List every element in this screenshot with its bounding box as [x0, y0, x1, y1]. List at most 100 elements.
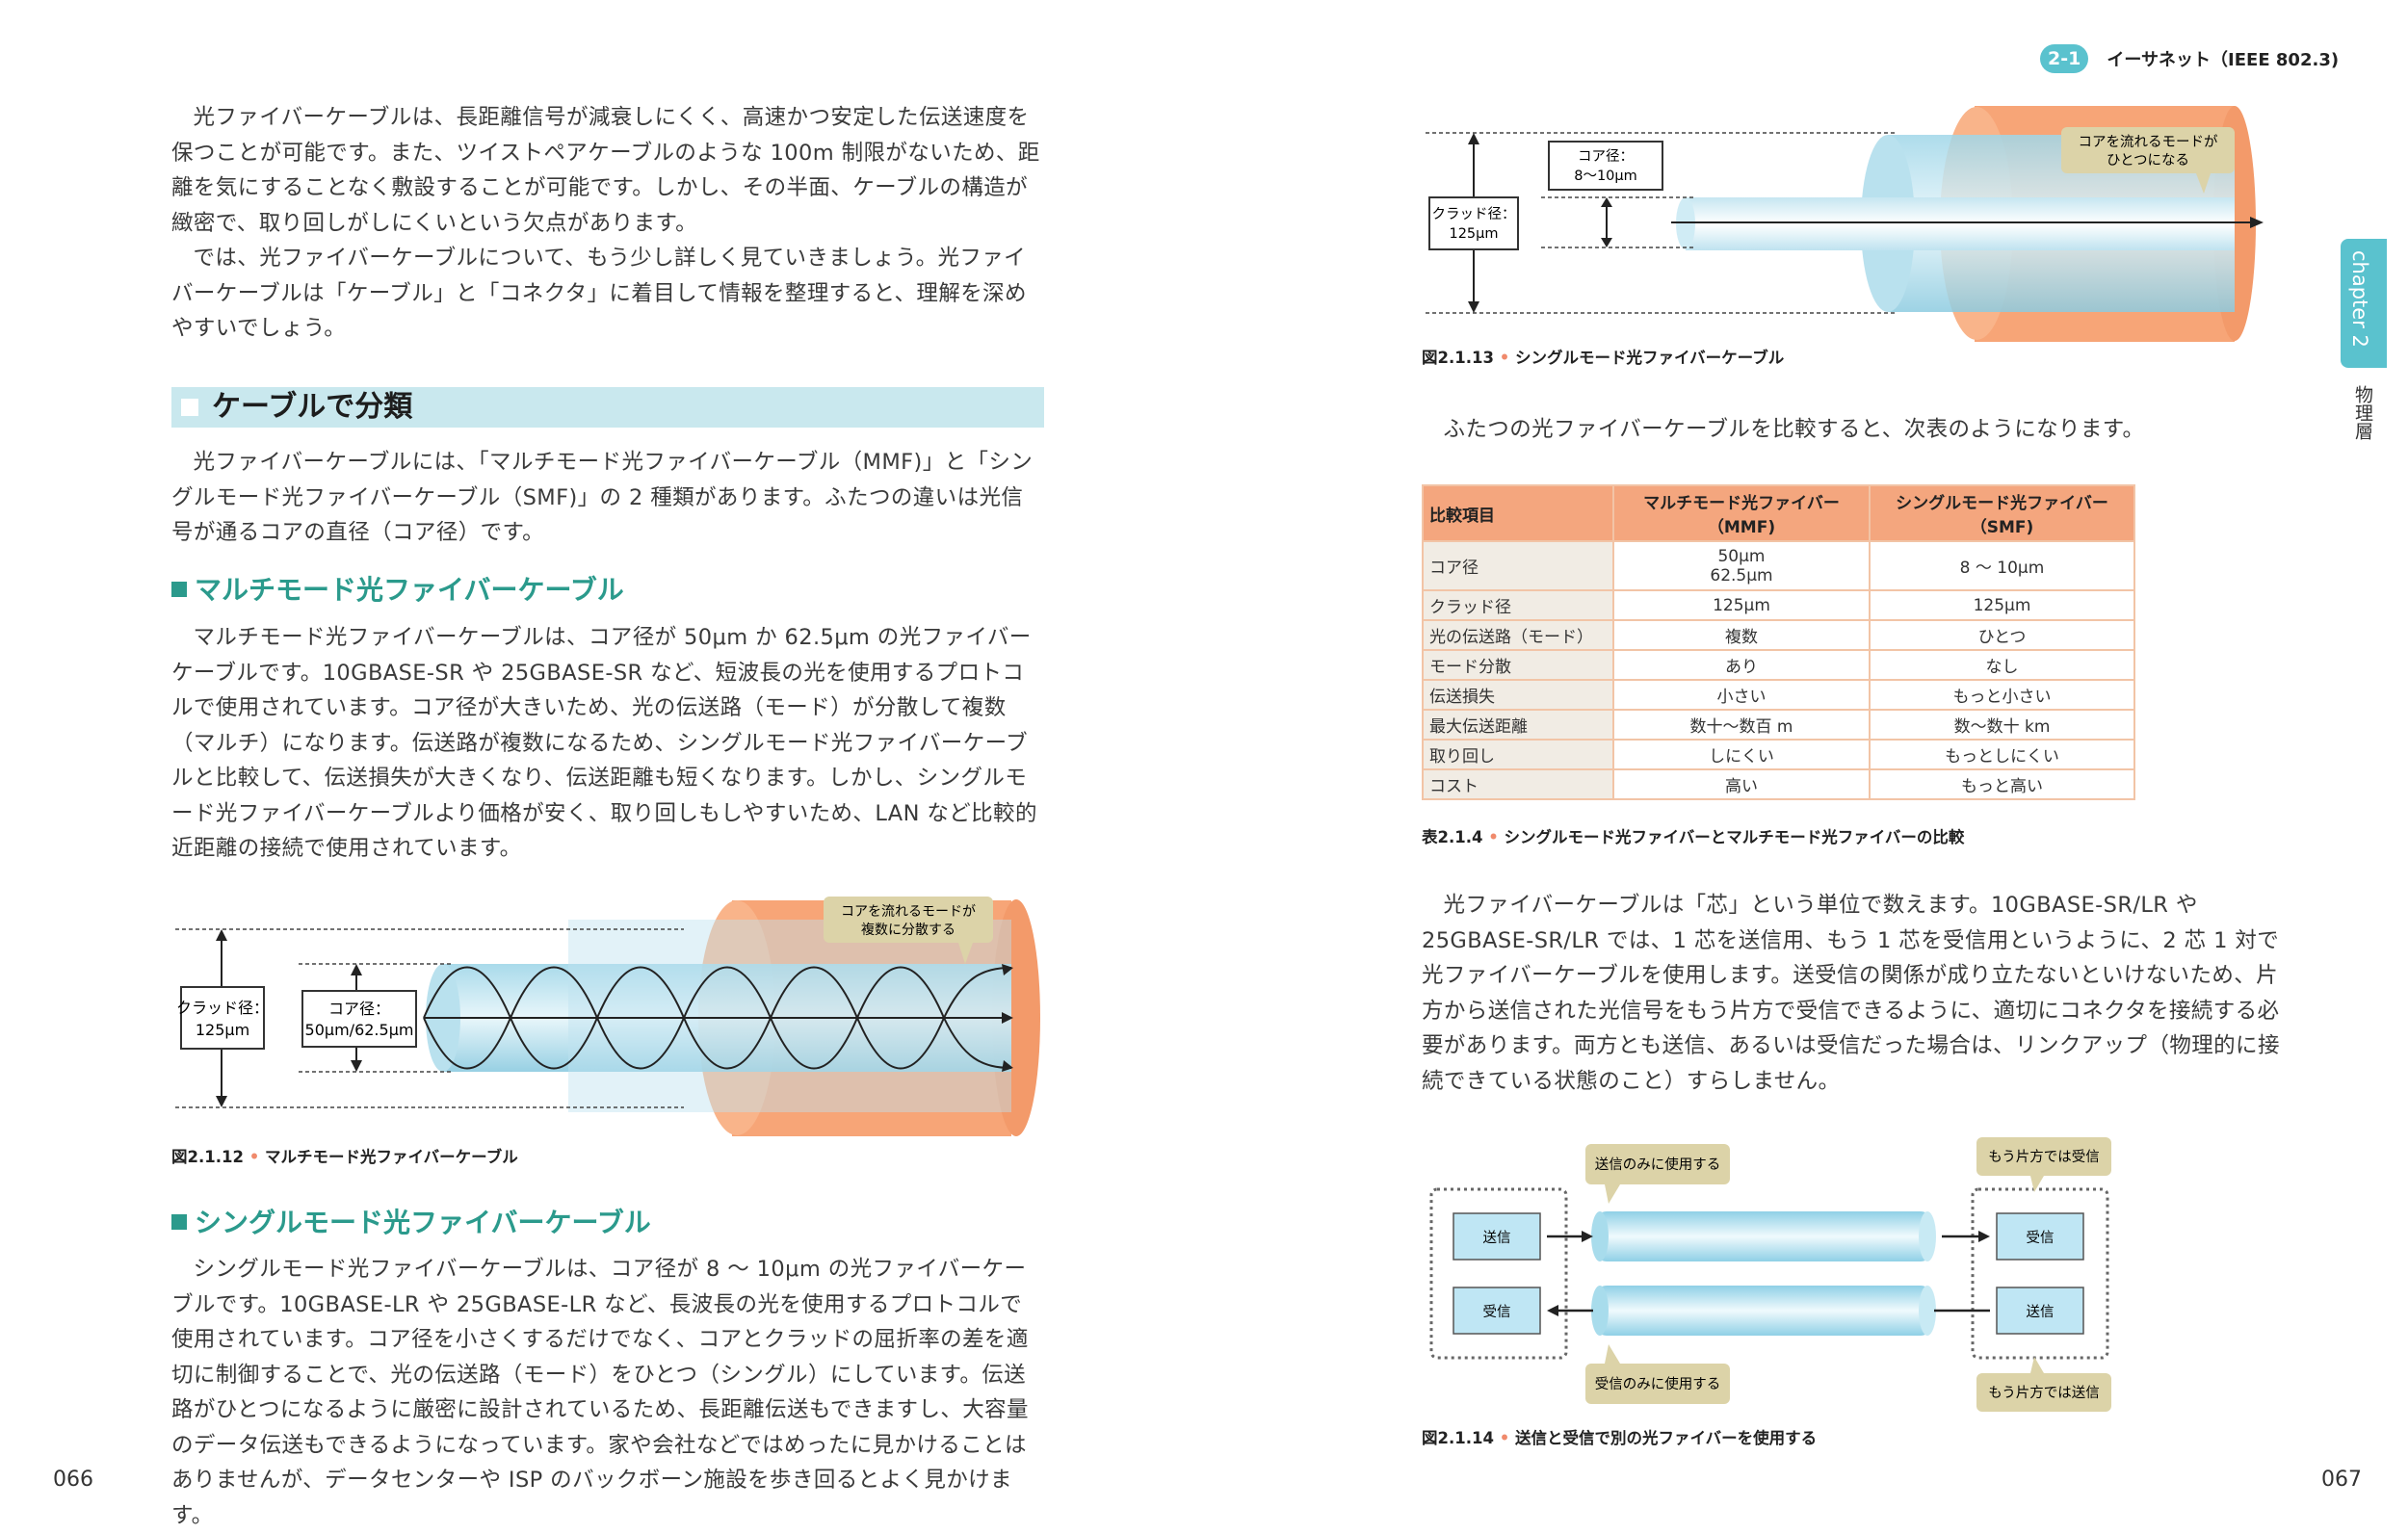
right-top-bubble-label: もう片方では受信 — [1988, 1149, 2100, 1165]
intro-paragraph-1: 光ファイバーケーブルは、長距離信号が減衰しにくく、高速かつ安定した伝送速度を保つ… — [171, 105, 1040, 236]
table-cell: もっとしにくい — [1869, 739, 2135, 770]
smf-clad-label-1: クラッド径： — [1432, 206, 1516, 222]
table-row: コア径 50μm 62.5μm 8 〜 10μm — [1422, 540, 2135, 591]
left-send-label: 送信 — [1483, 1230, 1511, 1246]
table-cell: 小さい — [1612, 679, 1871, 711]
caption-dot-icon: • — [1493, 1429, 1516, 1447]
table-caption-number: 表2.1.4 — [1422, 828, 1483, 846]
heading-square-icon — [181, 399, 198, 416]
fig13-caption-text: シングルモード光ファイバーケーブル — [1515, 349, 1785, 367]
mmf-core-label-1: コア径： — [328, 1000, 390, 1018]
table-row: 最大伝送距離 数十〜数百 m 数〜数十 km — [1422, 709, 2135, 741]
left-recv-label: 受信 — [1483, 1304, 1511, 1320]
caption-dot-icon: • — [1493, 349, 1516, 367]
table-cell: もっと高い — [1869, 768, 2135, 800]
smf-bubble-line-1: コアを流れるモードが — [2079, 134, 2218, 150]
table-cell: 伝送損失 — [1422, 679, 1614, 711]
table-cell: 取り回し — [1422, 739, 1614, 770]
section-title: ケーブルで分類 — [212, 390, 413, 424]
fig12-caption: 図2.1.12 • マルチモード光ファイバーケーブル — [171, 1144, 518, 1167]
table-intro: ふたつの光ファイバーケーブルを比較すると、次表のようになります。 — [1443, 417, 2145, 442]
smf-core-label-2: 8〜10μm — [1574, 169, 1637, 184]
table-cell: 50μm 62.5μm — [1612, 540, 1871, 591]
smf-diagram: コア径： 8〜10μm クラッド径： 125μm コアを流れるモードが ひとつに… — [1426, 106, 2264, 342]
mmf-bubble-line-2: 複数に分散する — [861, 922, 955, 938]
smf-text: シングルモード光ファイバーケーブルは、コア径が 8 〜 10μm の光ファイバー… — [171, 1257, 1029, 1528]
smf-heading: シングルモード光ファイバーケーブル — [171, 1206, 651, 1240]
table-cell: ひとつ — [1869, 619, 2135, 651]
table-row: クラッド径 125μm 125μm — [1422, 589, 2135, 621]
fig13-caption: 図2.1.13 • シングルモード光ファイバーケーブル — [1422, 345, 1784, 368]
table-cell: コスト — [1422, 768, 1614, 800]
table-cell: 125μm — [1612, 589, 1871, 621]
table-row: モード分散 あり なし — [1422, 649, 2135, 681]
table-cell: 数十〜数百 m — [1612, 709, 1871, 741]
table-cell: なし — [1869, 649, 2135, 681]
page-number-right: 067 — [2321, 1468, 2362, 1492]
table-cell: コア径 — [1422, 540, 1614, 591]
table-row: 伝送損失 小さい もっと小さい — [1422, 679, 2135, 711]
table-cell: 複数 — [1612, 619, 1871, 651]
caption-dot-icon: • — [1482, 828, 1505, 846]
mmf-diagram: クラッド径： 125μm コア径： 50μm/62.5μm コアを流れるモードが… — [175, 897, 1040, 1136]
heading-square-icon — [171, 582, 187, 597]
mmf-text: マルチモード光ファイバーケーブルは、コア径が 50μm か 62.5μm の光フ… — [171, 625, 1037, 861]
table-header-cell: 比較項目 — [1422, 484, 1614, 542]
table-row: 光の伝送路（モード） 複数 ひとつ — [1422, 619, 2135, 651]
section-text: 光ファイバーケーブルには、「マルチモード光ファイバーケーブル（MMF)」と「シン… — [171, 450, 1034, 545]
table-caption: 表2.1.4 • シングルモード光ファイバーとマルチモード光ファイバーの比較 — [1422, 824, 1964, 847]
header-chapter-badge: 2-1 — [2040, 44, 2089, 73]
table-header-row: 比較項目 マルチモード光ファイバー（MMF) シングルモード光ファイバー（SMF… — [1422, 484, 2135, 542]
smf-clad-label-2: 125μm — [1449, 226, 1498, 242]
table-cell: 125μm — [1869, 589, 2135, 621]
table-header-cell: シングルモード光ファイバー（SMF) — [1869, 484, 2135, 542]
chapter-sub-label: 物理層 — [2352, 385, 2373, 440]
intro-text: 光ファイバーケーブルは、長距離信号が減衰しにくく、高速かつ安定した伝送速度を保つ… — [171, 100, 1044, 347]
fig12-caption-text: マルチモード光ファイバーケーブル — [265, 1148, 518, 1166]
fig14-caption-number: 図2.1.14 — [1422, 1429, 1494, 1447]
table-cell: クラッド径 — [1422, 589, 1614, 621]
section-heading: ケーブルで分類 — [171, 387, 1044, 428]
right-send-label: 送信 — [2027, 1304, 2055, 1320]
table-row: 取り回し しにくい もっとしにくい — [1422, 739, 2135, 770]
table-header-cell: マルチモード光ファイバー（MMF) — [1612, 484, 1871, 542]
smf-title: シングルモード光ファイバーケーブル — [195, 1207, 651, 1238]
fig14-caption-text: 送信と受信で別の光ファイバーを使用する — [1515, 1429, 1818, 1447]
page-number-left: 066 — [53, 1468, 93, 1492]
mmf-heading: マルチモード光ファイバーケーブル — [171, 573, 624, 608]
table-cell: しにくい — [1612, 739, 1871, 770]
chapter-tab-label: chapter 2 — [2348, 250, 2371, 348]
mmf-title: マルチモード光ファイバーケーブル — [195, 574, 624, 606]
mmf-clad-label-1: クラッド径： — [176, 999, 269, 1017]
right-recv-label: 受信 — [2027, 1230, 2055, 1246]
table-cell: 最大伝送距離 — [1422, 709, 1614, 741]
mmf-clad-label-2: 125μm — [196, 1021, 249, 1039]
header-title: イーサネット（IEEE 802.3) — [2107, 50, 2340, 70]
heading-square-icon — [171, 1214, 187, 1230]
mmf-bubble-line-1: コアを流れるモードが — [841, 904, 976, 920]
table-cell: あり — [1612, 649, 1871, 681]
tx-rx-diagram: 送信 受信 受信 送信 送信のみに使用する 受信のみに使用する もう片方では受信… — [1429, 1137, 2111, 1412]
table-caption-text: シングルモード光ファイバーとマルチモード光ファイバーの比較 — [1504, 828, 1965, 846]
caption-dot-icon: • — [243, 1148, 266, 1166]
table-cell: 光の伝送路（モード） — [1422, 619, 1614, 651]
table-cell: 数〜数十 km — [1869, 709, 2135, 741]
table-row: コスト 高い もっと高い — [1422, 768, 2135, 800]
core-count-text: 光ファイバーケーブルは「芯」という単位で数えます。10GBASE-SR/LR や… — [1422, 893, 2280, 1094]
smf-bubble-line-2: ひとつになる — [2107, 152, 2189, 169]
fig13-caption-number: 図2.1.13 — [1422, 349, 1494, 367]
bottom-bubble-label: 受信のみに使用する — [1595, 1376, 1721, 1392]
chapter-tab: chapter 2 — [2341, 239, 2387, 368]
smf-core-label-1: コア径： — [1578, 148, 1634, 165]
table-cell: 高い — [1612, 768, 1871, 800]
intro-paragraph-2: では、光ファイバーケーブルについて、もう少し詳しく見ていきましょう。光ファイバー… — [171, 246, 1027, 341]
mmf-core-label-2: 50μm/62.5μm — [305, 1021, 414, 1039]
fig12-caption-number: 図2.1.12 — [171, 1148, 244, 1166]
table-cell: モード分散 — [1422, 649, 1614, 681]
top-bubble-label: 送信のみに使用する — [1595, 1157, 1721, 1173]
comparison-table: 比較項目 マルチモード光ファイバー（MMF) シングルモード光ファイバー（SMF… — [1422, 484, 2135, 800]
table-cell: もっと小さい — [1869, 679, 2135, 711]
fig14-caption: 図2.1.14 • 送信と受信で別の光ファイバーを使用する — [1422, 1425, 1817, 1448]
table-cell: 8 〜 10μm — [1869, 540, 2135, 591]
right-bottom-bubble-label: もう片方では送信 — [1988, 1385, 2100, 1401]
